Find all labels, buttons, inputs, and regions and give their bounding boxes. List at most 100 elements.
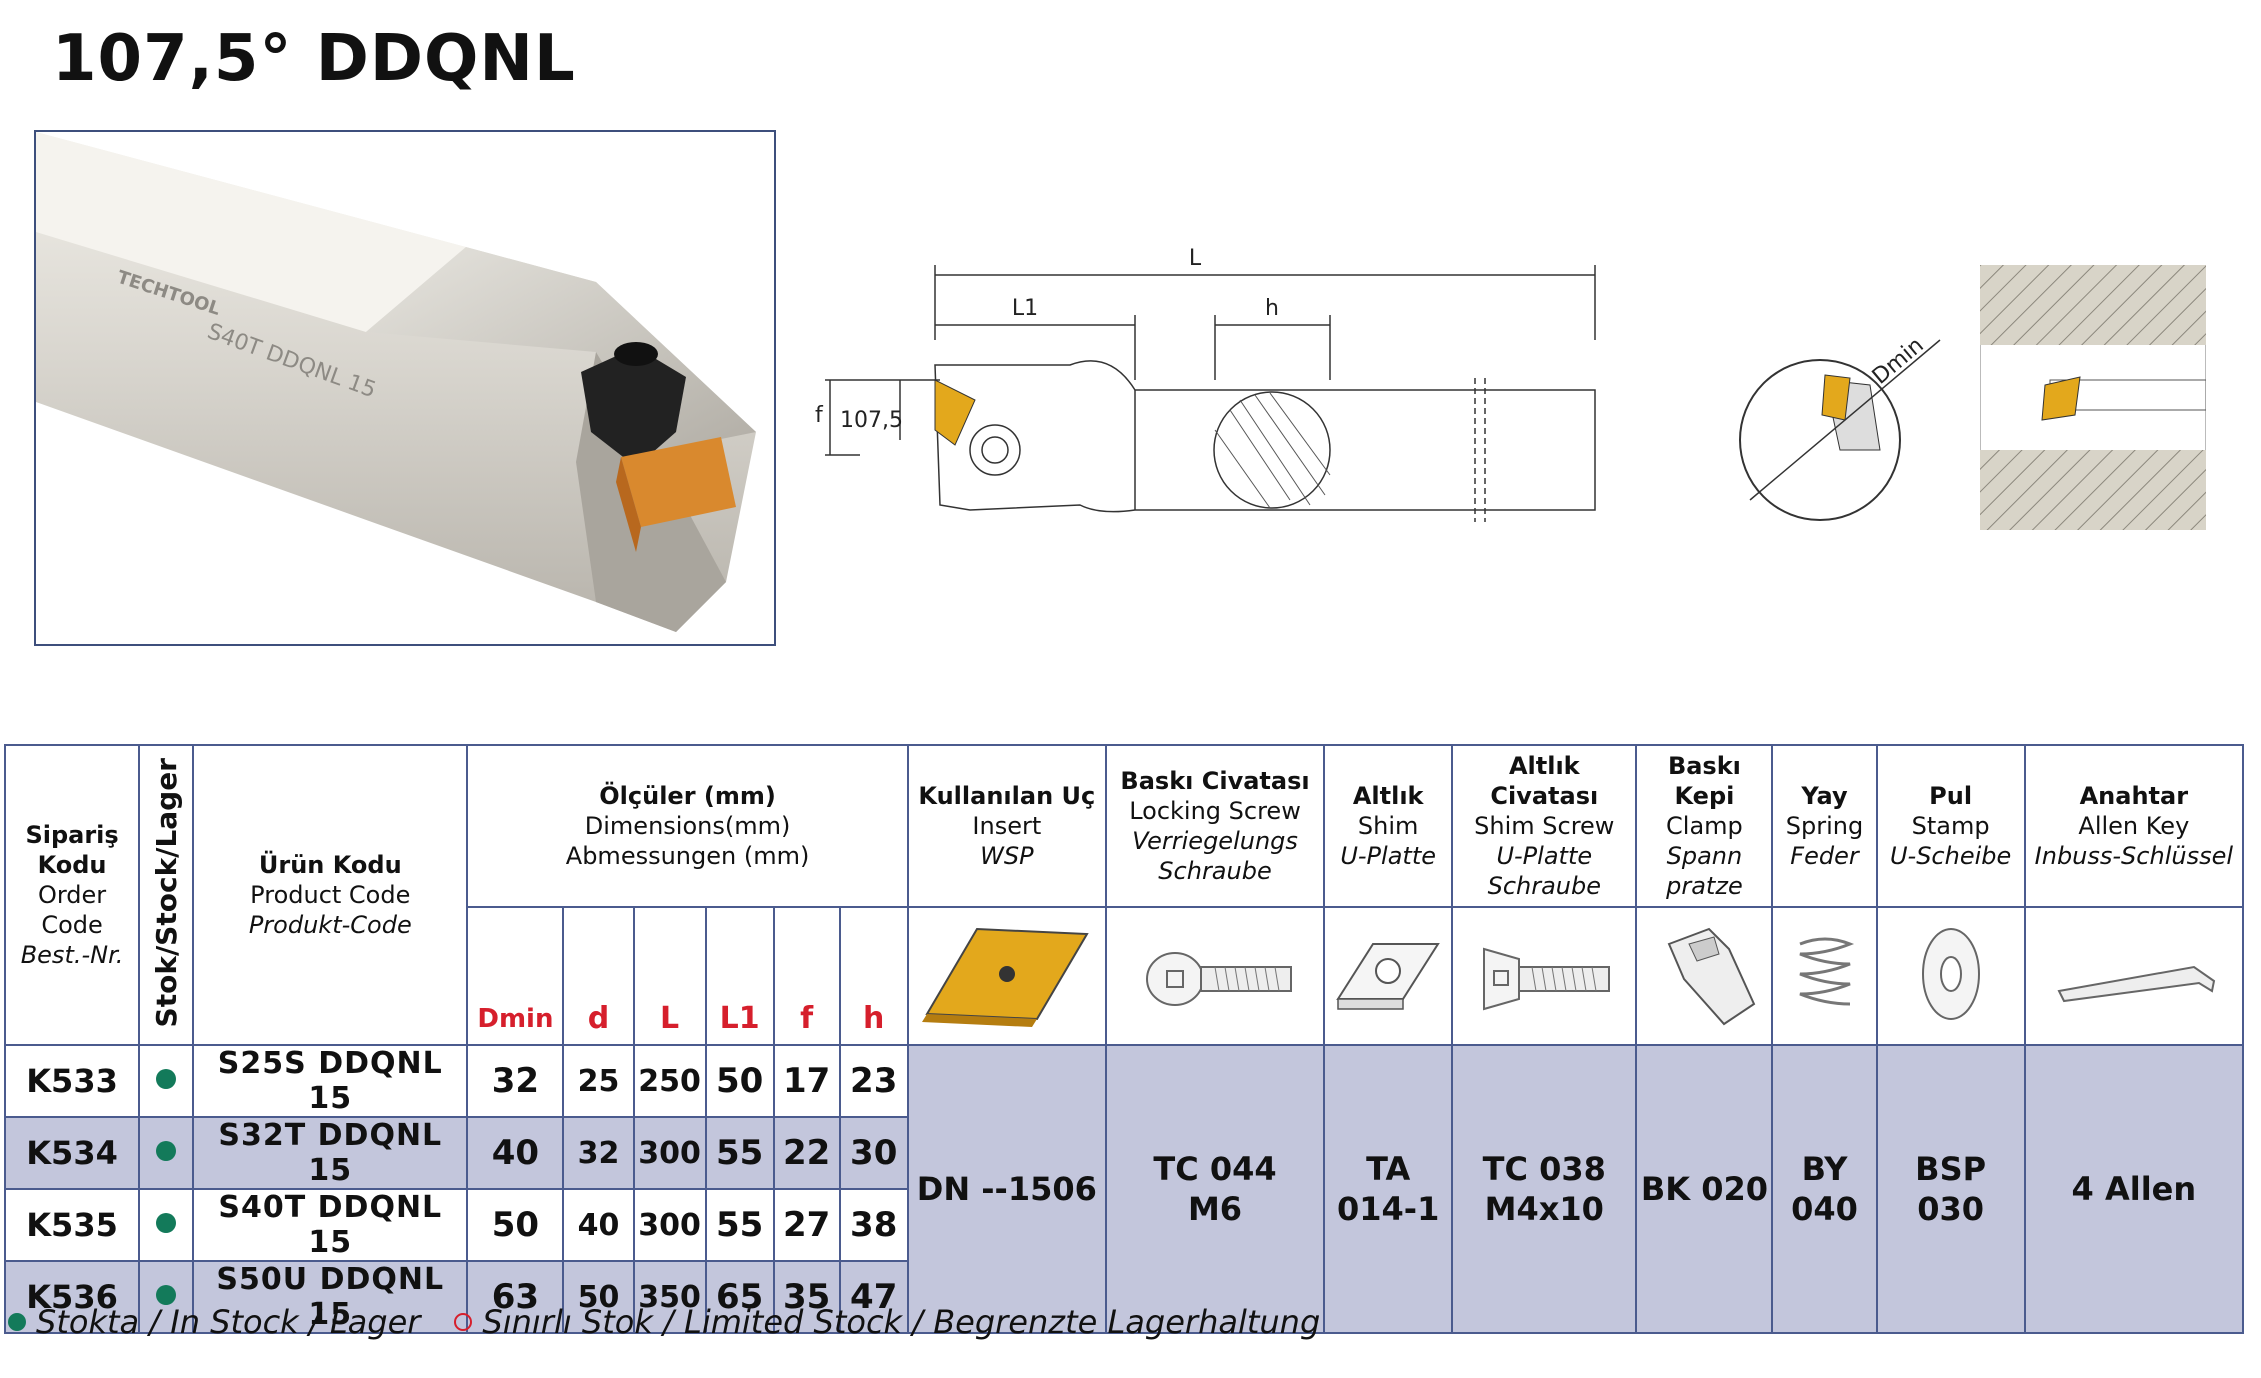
insert-image — [906, 906, 1107, 1046]
col-L1: L1 — [704, 906, 775, 1046]
header-order-code: Sipariş Kodu Order Code Best.-Nr. — [3, 744, 141, 1046]
clamp-image — [1635, 906, 1774, 1046]
locking-screw-image — [1104, 906, 1326, 1046]
product-code: S25S DDQNL 15 — [192, 1044, 469, 1118]
d-value: 50 — [562, 1260, 635, 1334]
stock-legend: Stokta / In Stock / Lager Sınırlı Stok /… — [8, 1300, 1320, 1344]
in-stock-icon — [156, 1141, 177, 1161]
header-shim-screw: Altlık Civatası Shim Screw U-Platte Schr… — [1451, 744, 1638, 908]
L1-value: 65 — [704, 1260, 775, 1334]
f-value: 35 — [772, 1260, 841, 1334]
L-value: 350 — [632, 1260, 707, 1334]
in-stock-legend-label: Stokta / In Stock / Lager — [36, 1303, 421, 1341]
order-code: K533 — [3, 1044, 141, 1118]
order-code: K534 — [3, 1116, 141, 1190]
shim-icon — [1336, 943, 1440, 1010]
d-value: 25 — [562, 1044, 635, 1118]
f-value: 17 — [772, 1044, 841, 1118]
dmin-value: 63 — [466, 1260, 565, 1334]
spec-table: Sipariş Kodu Order Code Best.-Nr. Stok/S… — [3, 744, 2245, 1334]
key-code: 4 Allen — [2023, 1044, 2245, 1334]
insert-code: DN --1506 — [906, 1044, 1107, 1334]
dmin-label: Dmin — [1868, 333, 1929, 390]
shim-image — [1323, 906, 1454, 1046]
order-code: K536 — [3, 1260, 141, 1334]
h-value: 30 — [838, 1116, 909, 1190]
screw-icon — [1146, 952, 1293, 1006]
d-value: 32 — [562, 1116, 635, 1190]
order-code: K535 — [3, 1188, 141, 1262]
L1-value: 55 — [704, 1116, 775, 1190]
in-stock-icon — [156, 1285, 177, 1305]
stock-indicator — [138, 1116, 195, 1190]
dmin-value: 40 — [466, 1116, 565, 1190]
dmin-value: 32 — [466, 1044, 565, 1118]
header-shim: Altlık Shim U-Platte — [1323, 744, 1454, 908]
table-row: K533 S25S DDQNL 15 32 25 250 50 17 23 DN… — [3, 1044, 2245, 1334]
product-code: S50U DDQNL 15 — [192, 1260, 469, 1334]
bore-section — [1979, 264, 2207, 531]
col-f: f — [772, 906, 841, 1046]
allen-key-icon — [2057, 965, 2215, 1003]
in-stock-icon — [156, 1069, 177, 1089]
col-h: h — [838, 906, 909, 1046]
dmin-value: 50 — [466, 1188, 565, 1262]
header-product-code: Ürün Kodu Product Code Produkt-Code — [192, 744, 469, 1046]
dim-label-angle: 107,5 — [840, 408, 903, 433]
h-value: 23 — [838, 1044, 909, 1118]
stamp-image — [1875, 906, 2026, 1046]
product-photo: S40T DDQNL 15 TECHTOOL — [34, 130, 776, 646]
dim-label-h: h — [1265, 296, 1279, 321]
shim-screw-icon — [1483, 947, 1611, 1011]
page-title: 107,5° DDQNL — [52, 22, 576, 96]
dim-label-L: L — [1189, 246, 1202, 271]
limited-stock-legend-icon — [454, 1313, 473, 1331]
d-value: 40 — [562, 1188, 635, 1262]
technical-drawing: L L1 h f 107,5 d — [800, 230, 1640, 550]
table-row: K535 S40T DDQNL 15 50 40 300 55 27 38 — [3, 1188, 2243, 1262]
stock-indicator — [138, 1260, 195, 1334]
header-key: Anahtar Allen Key Inbuss-Schlüssel — [2023, 744, 2245, 908]
clamp-icon — [1668, 927, 1756, 1026]
L-value: 300 — [632, 1116, 707, 1190]
header-clamp: Baskı Kepi Clamp Spann pratze — [1635, 744, 1774, 908]
stamp-code: BSP 030 — [1875, 1044, 2026, 1334]
shim-screw-image — [1451, 906, 1638, 1046]
clamp-code: BK 020 — [1635, 1044, 1774, 1334]
header-locking-screw: Baskı Civatası Locking Screw Verriegelun… — [1104, 744, 1326, 908]
dim-label-L1: L1 — [1012, 296, 1038, 321]
header-dimensions: Ölçüler (mm) Dimensions(mm) Abmessungen … — [466, 744, 909, 908]
stock-indicator — [138, 1188, 195, 1262]
header-spring: Yay Spring Feder — [1771, 744, 1878, 908]
h-value: 38 — [838, 1188, 909, 1262]
insert-icon — [921, 927, 1089, 1027]
table-row: K536 S50U DDQNL 15 63 50 350 65 35 47 — [3, 1260, 2243, 1334]
spring-image — [1771, 906, 1878, 1046]
dmin-detail: Dmin — [1730, 300, 1960, 540]
L-value: 300 — [632, 1188, 707, 1262]
product-code: S40T DDQNL 15 — [192, 1188, 469, 1262]
in-stock-legend-icon — [8, 1313, 26, 1331]
f-value: 27 — [772, 1188, 841, 1262]
in-stock-icon — [156, 1213, 177, 1233]
header-stock: Stok/Stock/Lager — [138, 744, 195, 1046]
washer-icon — [1921, 928, 1980, 1020]
header-insert: Kullanılan Uç Insert WSP — [906, 744, 1107, 908]
limited-stock-legend-label: Sınırlı Stok / Limited Stock / Begrenzte… — [482, 1303, 1321, 1341]
header-stamp: Pul Stamp U-Scheibe — [1875, 744, 2026, 908]
f-value: 22 — [772, 1116, 841, 1190]
stock-indicator — [138, 1044, 195, 1118]
product-code: S32T DDQNL 15 — [192, 1116, 469, 1190]
L1-value: 50 — [704, 1044, 775, 1118]
key-image — [2023, 906, 2245, 1046]
L1-value: 55 — [704, 1188, 775, 1262]
L-value: 250 — [632, 1044, 707, 1118]
h-value: 47 — [838, 1260, 909, 1334]
col-dmin: Dmin — [466, 906, 565, 1046]
col-L: L — [632, 906, 707, 1046]
col-d: d — [562, 906, 635, 1046]
